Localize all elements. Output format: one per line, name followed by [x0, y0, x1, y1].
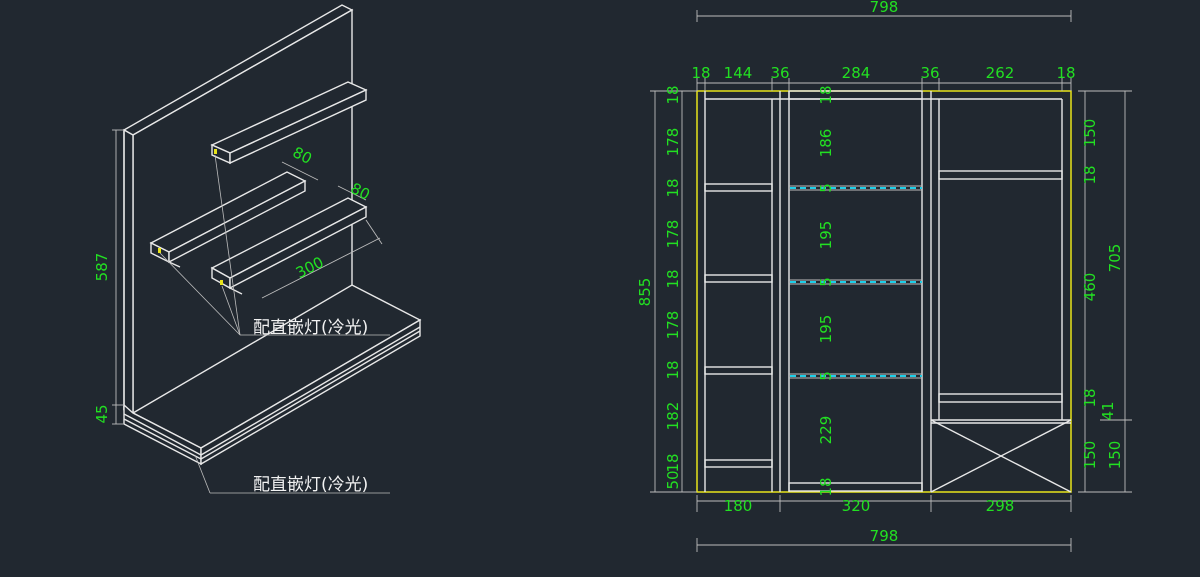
light-leaders	[159, 154, 390, 494]
dim-right-1: 18	[1081, 165, 1099, 184]
right-column	[930, 170, 1072, 493]
dim-right-3: 18	[1081, 388, 1099, 407]
dim-left-4: 18	[664, 269, 682, 288]
note-base-light: 配直嵌灯(冷光)	[253, 475, 368, 495]
dim-overall-width-top: 798	[870, 0, 899, 16]
dim-left-0: 18	[664, 85, 682, 104]
shelf-middle	[149, 171, 307, 268]
outer-frame	[696, 90, 1072, 493]
dim-left-2: 18	[664, 178, 682, 197]
dim-45: 45	[93, 404, 111, 423]
dim-587: 587	[93, 253, 111, 282]
dim-mid-6: 5	[817, 371, 835, 381]
dim-left-1: 178	[664, 128, 682, 157]
note-shelf-light: 配直嵌灯(冷光)	[253, 318, 368, 338]
dim-top-1: 144	[724, 64, 753, 82]
dim-right-outer-0: 705	[1106, 244, 1124, 273]
dim-top-2: 36	[770, 64, 789, 82]
dim-mid-7: 229	[817, 416, 835, 445]
elevation-view: 798 798 855 18 144 36 284 36 262 18 180 …	[636, 0, 1132, 552]
dim-overall-height: 855	[636, 278, 654, 307]
iso-dimensions	[112, 129, 383, 425]
partitions	[704, 91, 1063, 492]
dim-bottom-2: 298	[986, 497, 1015, 515]
light-marker-bot	[220, 280, 223, 285]
light-marker-top	[214, 149, 217, 154]
dim-mid-0: 18	[817, 85, 835, 104]
shelf-top	[210, 81, 368, 165]
elevation-dimension-lines	[650, 10, 1132, 552]
shelf-bottom	[210, 197, 368, 295]
dim-top-0: 18	[691, 64, 710, 82]
dim-right-4: 41	[1099, 401, 1117, 420]
dim-left-9: 50	[664, 470, 682, 489]
left-shelves	[704, 183, 773, 468]
dim-left-8: 18	[664, 453, 682, 472]
dim-mid-3: 195	[817, 221, 835, 250]
middle-column	[788, 90, 923, 492]
dim-top-3: 284	[842, 64, 871, 82]
dim-mid-2: 5	[817, 183, 835, 193]
dim-bottom-0: 180	[724, 497, 753, 515]
dim-left-3: 178	[664, 220, 682, 249]
dim-left-5: 178	[664, 311, 682, 340]
dim-left-7: 182	[664, 402, 682, 431]
dim-top-4: 36	[920, 64, 939, 82]
dim-mid-1: 186	[817, 129, 835, 158]
dim-left-6: 18	[664, 360, 682, 379]
dim-overall-width-bottom: 798	[870, 527, 899, 545]
dim-mid-8: 18	[817, 477, 835, 496]
dim-top-5: 262	[986, 64, 1015, 82]
dim-right-2: 460	[1081, 273, 1099, 302]
dim-right-0: 150	[1081, 119, 1099, 148]
dim-right-outer-1: 150	[1106, 441, 1124, 470]
iso-view: 587 45 80 80 300 配直嵌灯(冷光) 配直嵌灯(冷光)	[93, 4, 422, 495]
dim-bottom-1: 320	[842, 497, 871, 515]
light-marker-mid	[158, 248, 161, 253]
dim-mid-4: 5	[817, 277, 835, 287]
dim-mid-5: 195	[817, 315, 835, 344]
dim-top-6: 18	[1056, 64, 1075, 82]
dim-right-5: 150	[1081, 441, 1099, 470]
base-platform	[123, 284, 422, 466]
